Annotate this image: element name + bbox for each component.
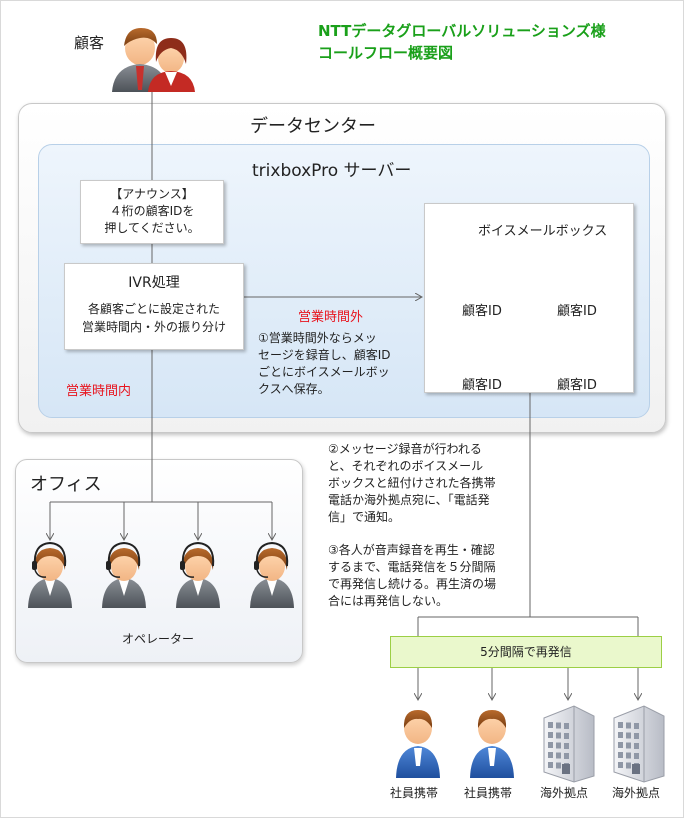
ivr-desc-line-2: 営業時間内・外の振り分け — [81, 320, 226, 334]
mailbox-label-4: 顧客ID — [557, 378, 597, 393]
destination-label-3: 海外拠点 — [540, 786, 589, 800]
note-2-line: と、それぞれのボイスメール — [328, 459, 484, 473]
office-building-icon — [613, 705, 665, 783]
destination-label-2: 社員携帯 — [464, 786, 513, 800]
server-title: trixboxPro サーバー — [252, 161, 412, 181]
operator-icon — [28, 541, 72, 608]
ivr-desc-line-1: 各顧客ごとに設定された — [87, 302, 220, 316]
announcement-line-3: 押してください。 — [104, 221, 200, 235]
datacenter-title: データセンター — [250, 116, 376, 137]
office-title: オフィス — [30, 474, 102, 495]
announcement-line-2: ４桁の顧客IDを — [109, 204, 195, 218]
business-hours-label: 営業時間内 — [66, 384, 132, 399]
voicemail-box — [424, 203, 634, 393]
operator-label: オペレーター — [122, 632, 195, 646]
note-1-line: ①営業時間外ならメッ — [258, 331, 377, 345]
note-2-line: ②メッセージ録音が行われる — [328, 442, 482, 456]
ivr-description: 各顧客ごとに設定された 営業時間内・外の振り分け — [65, 300, 243, 336]
note-2: ②メッセージ録音が行われる と、それぞれのボイスメール ボックスと紐付けされた各… — [328, 441, 496, 526]
mailbox-label-1: 顧客ID — [462, 304, 502, 319]
announcement-heading: 【アナウンス】 — [110, 187, 194, 201]
title-line-1: NTTデータグローバルソリューションズ様 — [318, 22, 606, 40]
title-line-2: コールフロー概要図 — [318, 44, 454, 62]
operator-icon — [176, 541, 220, 608]
note-3-line: ③各人が音声録音を再生・確認 — [328, 543, 495, 557]
note-3: ③各人が音声録音を再生・確認 するまで、電話発信を５分間隔 で再発信し続ける。再… — [328, 542, 496, 610]
voicemail-title: ボイスメールボックス — [478, 224, 608, 239]
customer-label: 顧客 — [74, 34, 105, 52]
diagram-title: NTTデータグローバルソリューションズ様 コールフロー概要図 — [318, 20, 606, 64]
operator-icon — [102, 541, 146, 608]
announcement-box: 【アナウンス】 ４桁の顧客IDを 押してください。 — [80, 180, 224, 244]
note-1-line: ごとにボイスメールボッ — [258, 365, 390, 379]
note-3-line: で再発信し続ける。再生済の場 — [328, 577, 497, 591]
note-1-line: セージを録音し、顧客ID — [258, 348, 391, 362]
after-hours-label: 営業時間外 — [298, 310, 364, 325]
ivr-title: IVR処理 — [128, 275, 180, 291]
destination-label-4: 海外拠点 — [612, 786, 661, 800]
employee-icon — [396, 710, 440, 778]
mailbox-label-3: 顧客ID — [462, 378, 502, 393]
note-1-line: クスへ保存。 — [258, 382, 330, 396]
note-2-line: 電話か海外拠点宛に、「電話発 — [328, 493, 490, 507]
customer-people-icon — [112, 28, 195, 92]
note-2-line: 信」で通知。 — [328, 510, 401, 524]
mailbox-label-2: 顧客ID — [557, 304, 597, 319]
resend-box: 5分間隔で再発信 — [390, 636, 662, 668]
employee-icon — [470, 710, 514, 778]
note-2-line: ボックスと紐付けされた各携帯 — [328, 476, 496, 490]
note-3-line: するまで、電話発信を５分間隔 — [328, 560, 496, 574]
ivr-box: IVR処理 各顧客ごとに設定された 営業時間内・外の振り分け — [64, 263, 244, 350]
note-1: ①営業時間外ならメッ セージを録音し、顧客ID ごとにボイスメールボッ クスへ保… — [258, 330, 391, 398]
note-3-line: 合には再発信しない。 — [328, 594, 449, 608]
office-building-icon — [543, 705, 595, 783]
operator-icon — [250, 541, 294, 608]
destination-label-1: 社員携帯 — [390, 786, 439, 800]
